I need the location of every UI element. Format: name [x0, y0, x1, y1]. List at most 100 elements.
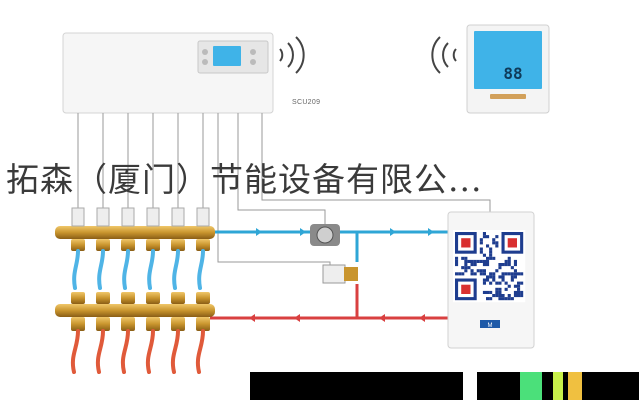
controller-button[interactable]	[250, 59, 256, 65]
return-fitting	[171, 317, 185, 331]
qr-module	[498, 281, 502, 285]
supply-fitting	[71, 239, 85, 251]
qr-module	[507, 256, 511, 260]
qr-module	[513, 269, 517, 273]
qr-module	[495, 287, 499, 291]
qr-module	[495, 269, 499, 273]
qr-module	[482, 272, 486, 276]
supply-fitting	[146, 239, 160, 251]
flow-direction-arrows	[256, 228, 434, 236]
qr-module	[486, 244, 490, 248]
return-fitting	[71, 317, 85, 331]
qr-module	[492, 272, 496, 276]
supply-fitting	[121, 239, 135, 251]
qr-module	[479, 272, 483, 276]
controller-lcd-screen	[213, 46, 241, 66]
actuator-head	[146, 207, 160, 227]
qr-module	[476, 259, 480, 263]
bottom-strip	[250, 372, 639, 400]
qr-module	[498, 263, 502, 267]
qr-module	[498, 294, 502, 298]
qr-module	[495, 290, 499, 294]
qr-module	[476, 269, 480, 273]
qr-module	[470, 269, 474, 273]
qr-module	[507, 294, 511, 298]
return-valve	[196, 292, 210, 304]
supply-fitting	[96, 239, 110, 251]
qr-module	[455, 263, 459, 267]
qr-module	[479, 241, 483, 245]
qr-module	[492, 256, 496, 260]
qr-module	[520, 294, 524, 298]
qr-module	[489, 256, 493, 260]
qr-module	[501, 263, 505, 267]
controller-unit	[62, 32, 305, 114]
boiler-badge: M	[488, 323, 493, 329]
return-valve	[96, 292, 110, 304]
qr-module	[510, 278, 514, 282]
qr-finder	[507, 238, 517, 248]
return-fitting	[196, 317, 210, 331]
qr-module	[486, 275, 490, 279]
qr-module	[498, 287, 502, 291]
qr-finder	[461, 238, 471, 248]
supply-loop-pipe	[172, 249, 180, 290]
qr-module	[482, 235, 486, 239]
qr-module	[461, 256, 465, 260]
qr-module	[489, 250, 493, 254]
qr-module	[507, 297, 511, 301]
supply-loop-pipe	[72, 249, 80, 290]
qr-module	[498, 275, 502, 279]
wireless-signal-icon	[279, 36, 305, 74]
qr-module	[513, 284, 517, 288]
qr-module	[513, 263, 517, 267]
bypass-valve	[322, 264, 358, 284]
return-loop-pipe	[70, 329, 80, 374]
qr-module	[520, 281, 524, 285]
controller-button[interactable]	[202, 49, 208, 55]
qr-module	[482, 259, 486, 263]
company-name-caption: 拓森（厦门）节能设备有限公...	[6, 160, 483, 199]
qr-module	[489, 247, 493, 251]
qr-module	[467, 266, 471, 270]
controller-button[interactable]	[202, 59, 208, 65]
thermostat-lcd-screen	[474, 31, 542, 89]
controller-button[interactable]	[250, 49, 256, 55]
qr-module	[498, 297, 502, 301]
qr-module	[464, 266, 468, 270]
qr-module	[501, 272, 505, 276]
qr-code	[453, 230, 526, 303]
qr-module	[495, 235, 499, 239]
qr-module	[482, 269, 486, 273]
qr-module	[464, 259, 468, 263]
qr-module	[504, 259, 508, 263]
qr-module	[495, 241, 499, 245]
qr-module	[464, 256, 468, 260]
qr-module	[517, 281, 521, 285]
qr-module	[513, 290, 517, 294]
qr-module	[464, 263, 468, 267]
thermostat-display-digits: 88	[503, 64, 522, 83]
return-pipe	[210, 284, 448, 320]
qr-module	[461, 272, 465, 276]
supply-loop-pipe	[97, 249, 105, 290]
qr-module	[458, 272, 462, 276]
qr-module	[455, 256, 459, 260]
qr-module	[501, 294, 505, 298]
qr-module	[501, 297, 505, 301]
qr-module	[486, 256, 490, 260]
qr-module	[482, 278, 486, 282]
qr-module	[507, 272, 511, 276]
return-fitting	[96, 317, 110, 331]
qr-module	[464, 269, 468, 273]
qr-module	[479, 269, 483, 273]
qr-module	[486, 278, 490, 282]
qr-module	[492, 238, 496, 242]
thermostat-button[interactable]	[490, 94, 526, 99]
return-fitting	[121, 317, 135, 331]
qr-module	[479, 259, 483, 263]
qr-module	[470, 272, 474, 276]
qr-module	[498, 290, 502, 294]
controller-model-label: SCU209	[292, 99, 321, 106]
qr-module	[507, 259, 511, 263]
